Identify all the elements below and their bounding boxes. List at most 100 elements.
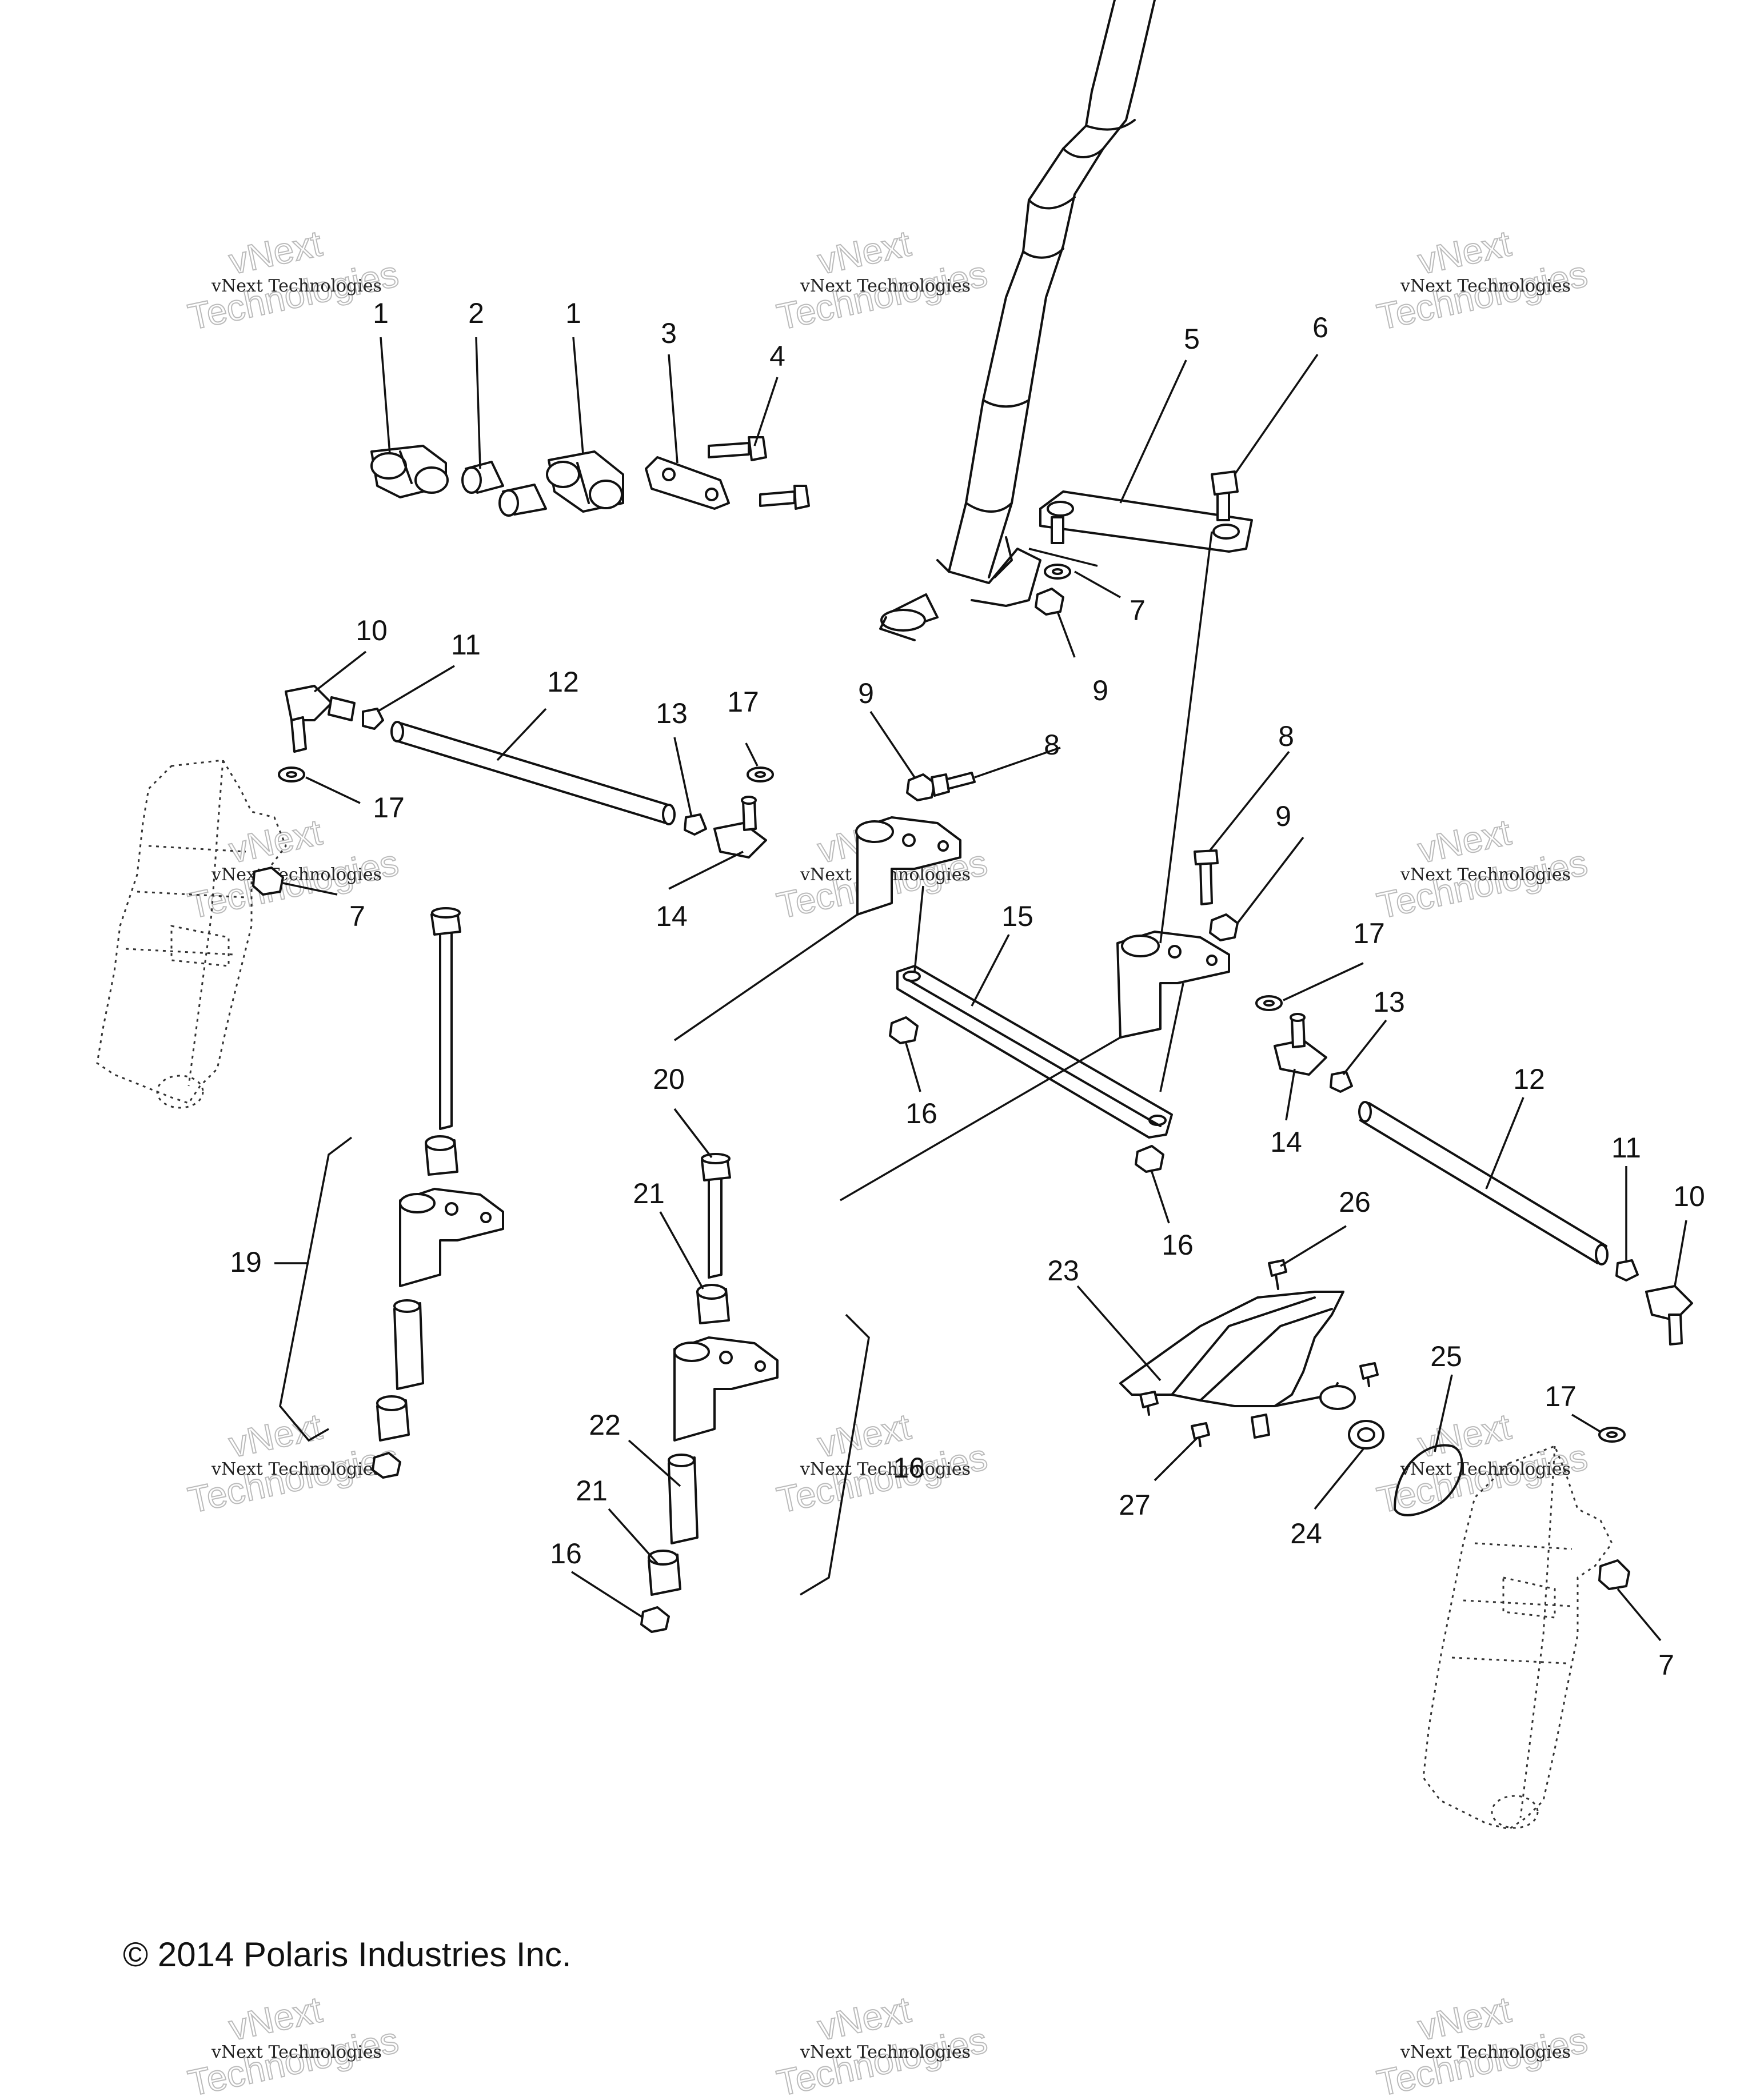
callout-17: 17 <box>1353 917 1385 949</box>
tie-rod-12-left <box>390 721 676 825</box>
callout-11: 11 <box>1611 1132 1641 1164</box>
jam-nut-11-left <box>362 708 384 730</box>
watermark: vNext Technologies vNext Technologies <box>1373 222 1591 338</box>
callout-15: 15 <box>1001 900 1033 932</box>
callout-16: 16 <box>905 1097 937 1129</box>
tie-rod-12-right <box>1358 1101 1609 1265</box>
callout-1: 1 <box>373 297 389 329</box>
callout-9: 9 <box>1092 674 1108 706</box>
callout-3: 3 <box>661 317 677 349</box>
clamp-1-left <box>370 445 449 498</box>
bolts-4 <box>708 436 810 510</box>
callout-21: 21 <box>633 1177 665 1209</box>
bolt-8-right <box>1194 849 1219 905</box>
tie-rod-end-10-left <box>285 685 356 753</box>
callout-12: 12 <box>1513 1063 1545 1095</box>
left-steering-knuckle-ghost <box>96 759 287 1109</box>
callout-13: 13 <box>1373 986 1405 1018</box>
callout-10: 10 <box>356 614 388 646</box>
callout-9: 9 <box>858 677 874 709</box>
callout-14: 14 <box>1270 1126 1302 1158</box>
callout-5: 5 <box>1184 323 1200 355</box>
nut-9-mid <box>906 773 936 801</box>
watermark: vNext Technologies vNext Technologies <box>773 222 991 338</box>
callout-1: 1 <box>565 297 581 329</box>
callout-labels: 1 2 1 3 4 5 6 7 9 10 11 12 13 17 9 8 17 … <box>230 297 1705 1681</box>
callout-16: 16 <box>550 1538 582 1570</box>
tie-rod-end-10-right <box>1645 1285 1693 1346</box>
watermark: vNext Technologies vNext Technologies <box>773 1988 991 2100</box>
callout-12: 12 <box>547 666 579 698</box>
bolt-6 <box>1211 470 1239 521</box>
callout-17: 17 <box>373 792 405 824</box>
callout-21: 21 <box>576 1475 608 1507</box>
jam-nut-13-left <box>684 813 707 836</box>
callout-19: 19 <box>230 1246 262 1278</box>
callout-7: 7 <box>1130 594 1146 626</box>
svg-text:vNext Technologies: vNext Technologies <box>211 865 382 885</box>
nut-16-a <box>889 1016 919 1044</box>
washer-17-right-a <box>1255 995 1283 1011</box>
nut-7-right <box>1598 1559 1630 1590</box>
callout-24: 24 <box>1290 1518 1322 1550</box>
steering-column-shaft <box>879 0 1156 641</box>
idler-assembly-19 <box>372 907 504 1479</box>
watermark: vNext Technologies vNext Technologies <box>184 811 402 927</box>
washer-17-right-b <box>1598 1427 1626 1443</box>
callout-16: 16 <box>1162 1229 1194 1261</box>
svg-text:vNext Technologies: vNext Technologies <box>800 2042 971 2062</box>
clamp-25 <box>1394 1444 1463 1516</box>
svg-text:vNext Technologies: vNext Technologies <box>211 1459 382 1479</box>
watermark: vNext Technologies vNext Technologies <box>184 222 402 338</box>
nut-16-b <box>1135 1145 1164 1173</box>
bolt-8-mid <box>931 772 976 797</box>
callout-2: 2 <box>468 297 484 329</box>
boot-guard-23 <box>1119 1291 1356 1410</box>
svg-text:vNext Technologies: vNext Technologies <box>800 276 971 296</box>
callout-7: 7 <box>1658 1649 1674 1681</box>
svg-text:vNext Technologies: vNext Technologies <box>1400 1459 1571 1479</box>
screws-27 <box>1139 1362 1379 1447</box>
callout-17: 17 <box>1545 1380 1577 1412</box>
nut-9-right <box>1209 913 1239 941</box>
svg-text:vNext Technologies: vNext Technologies <box>211 276 382 296</box>
callout-14: 14 <box>656 900 688 932</box>
leader-lines <box>274 337 1687 1642</box>
callout-22: 22 <box>589 1409 621 1441</box>
idler-assembly-18 <box>640 1153 779 1633</box>
washer-17-left-a <box>747 766 774 782</box>
right-steering-knuckle-ghost <box>1422 1445 1613 1830</box>
callout-8: 8 <box>1278 720 1294 752</box>
bushing-2 <box>461 461 547 517</box>
clamp-1-right <box>546 450 624 513</box>
svg-text:vNext Technologies: vNext Technologies <box>211 2042 382 2062</box>
callout-10: 10 <box>1673 1180 1705 1212</box>
callout-8: 8 <box>1044 729 1060 761</box>
watermark: vNext Technologies vNext Technologies <box>773 1405 991 1521</box>
tie-rod-end-14-left <box>713 796 767 859</box>
grommet-24 <box>1348 1420 1384 1450</box>
watermark: vNext Technologies vNext Technologies <box>1373 1988 1591 2100</box>
callout-13: 13 <box>656 697 688 729</box>
jam-nut-11-right <box>1615 1259 1639 1281</box>
pitman-arm-5 <box>1039 490 1253 553</box>
tie-rod-end-14-right <box>1274 1013 1327 1076</box>
callout-20: 20 <box>653 1063 685 1095</box>
svg-text:vNext Technologies: vNext Technologies <box>800 1459 971 1479</box>
callout-16: 16 <box>893 1452 925 1484</box>
nut-7-left <box>252 867 284 896</box>
idler-bracket-left <box>855 816 961 916</box>
washer-17-left-b <box>278 766 305 782</box>
clip-27-b <box>1251 1414 1270 1439</box>
svg-text:vNext Technologies: vNext Technologies <box>1400 865 1571 885</box>
jam-nut-13-right <box>1330 1071 1353 1093</box>
svg-text:vNext Technologies: vNext Technologies <box>1400 2042 1571 2062</box>
washer-7-top <box>1044 564 1071 580</box>
idler-bracket-right <box>1116 931 1230 1039</box>
callout-7: 7 <box>349 900 365 932</box>
copyright-notice: © 2014 Polaris Industries Inc. <box>123 1935 572 1974</box>
watermark: vNext Technologies vNext Technologies <box>1373 811 1591 927</box>
callout-4: 4 <box>769 340 785 372</box>
callout-27: 27 <box>1119 1489 1151 1521</box>
